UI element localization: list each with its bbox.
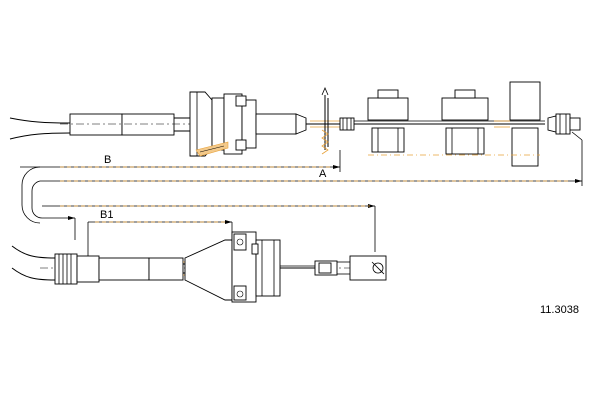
- dim-b1-label: B1: [100, 209, 113, 221]
- upper-grommet-collar: [211, 97, 225, 151]
- lower-cable-sheath-bottom: [11, 267, 56, 281]
- upper-end-fitting: [547, 113, 581, 135]
- dim-b-label: B: [104, 154, 111, 166]
- lower-coupler-sleeve: [76, 255, 100, 283]
- upper-cable-assembly: [9, 81, 581, 167]
- lower-ribbed-coupler: [54, 253, 78, 285]
- lower-housing-nut: [255, 239, 281, 297]
- part-number: 11.3038: [540, 304, 579, 316]
- upper-grommet: [189, 91, 213, 157]
- upper-ferrule: [255, 113, 297, 135]
- upper-cable-sheath-bottom: [9, 132, 71, 140]
- lower-cable-sheath-top: [11, 245, 56, 259]
- upper-cable-sheath-top: [9, 117, 71, 124]
- lower-cone-housing: [184, 239, 233, 301]
- upper-bracket-3: [509, 81, 541, 167]
- dim-uturn-inner: [31, 180, 43, 219]
- upper-sleeve-1: [69, 113, 123, 136]
- dim-a-label: A: [319, 168, 327, 180]
- dim-uturn-outer: [21, 166, 41, 224]
- upper-orange-spring: [321, 129, 329, 155]
- dimension-lines: B A B1: [20, 131, 583, 260]
- upper-bracket-2: [441, 89, 510, 155]
- lower-cable-assembly: [11, 231, 387, 303]
- upper-sleeve-2: [121, 113, 175, 136]
- upper-bracket-1: [367, 89, 409, 153]
- lower-sleeve-1: [98, 257, 150, 281]
- lower-sleeve-2: [148, 257, 184, 281]
